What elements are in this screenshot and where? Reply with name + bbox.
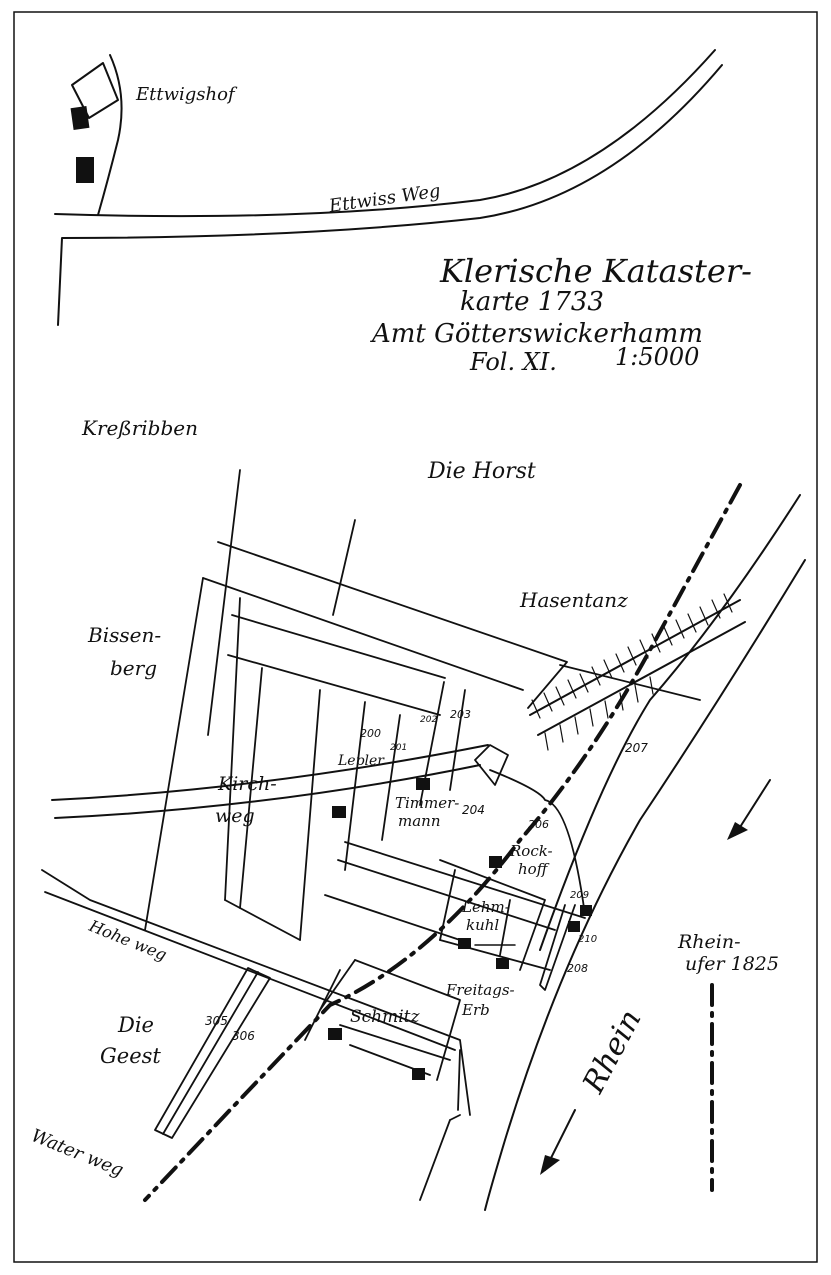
flow-arrow-upper [727,779,771,840]
ettwiss-weg-upper [54,49,716,218]
parcel-209: 209 [570,890,589,901]
parcel-208: 208 [567,962,588,975]
label-ettwigshof: Ettwigshof [135,84,238,105]
owner-kuhl: kuhl [466,916,499,934]
title-scale: 1:5000 [615,343,699,371]
flow-arrow-lower [540,1109,576,1175]
parcel-210: 210 [578,934,597,945]
parcel-206: 206 [528,818,549,831]
label-berg: berg [110,656,157,680]
owner-hoff: hoff [518,860,550,878]
parcel-305: 305 [205,1014,228,1028]
owner-lepler: Lepler [337,753,385,769]
owner-erb: Erb [461,1001,490,1019]
owner-rock: Rock- [509,842,553,860]
kirchweg-road-lower [54,764,481,819]
parcel-306: 306 [232,1029,255,1043]
label-rheinufer-2: ufer 1825 [685,953,779,975]
owner-lehm: Lehm- [461,898,510,916]
kirchweg-road-upper [51,744,489,801]
parcel-203: 203 [450,708,471,721]
parcel-204: 204 [462,803,485,817]
label-kirch: Kirch- [217,773,277,795]
parcel-200: 200 [360,727,381,740]
label-geest: Geest [100,1044,161,1068]
parcel-207: 207 [625,741,648,755]
parcel-202: 202 [420,715,437,725]
hasentanz-hatched-slope [529,593,746,751]
label-bissen: Bissen- [87,623,161,647]
owner-timmer: Timmer- [395,794,459,812]
label-die: Die [117,1013,154,1037]
owner-schmitz: Schmitz [350,1007,421,1027]
owner-mann: mann [398,812,441,830]
owner-freitags: Freitags- [445,981,515,999]
rhine-bank-1733 [539,494,801,951]
label-weg: weg [215,805,255,827]
title-folio: Fol. XI. [469,348,557,376]
label-die-horst: Die Horst [427,459,536,484]
central-plots [474,744,586,991]
dash-dot-boundary [143,483,742,1202]
rhine-bank-1825-line [484,559,806,1211]
parcel-strip-305-306 [154,967,271,1139]
label-rheinufer-1: Rhein- [677,931,741,953]
ettwigshof-farm [70,62,119,183]
farm-lane [97,54,123,216]
buildings [328,778,592,1080]
title-line-1: Klerische Kataster- [439,252,752,290]
label-kressribben: Kreßribben [81,416,198,440]
title-line-2: karte 1733 [460,287,604,317]
parcel-201: 201 [390,743,407,753]
ettwiss-weg-lower [57,64,723,326]
label-hasentanz: Hasentanz [519,588,628,612]
title-line-3: Amt Götterswickerhamm [370,319,703,349]
